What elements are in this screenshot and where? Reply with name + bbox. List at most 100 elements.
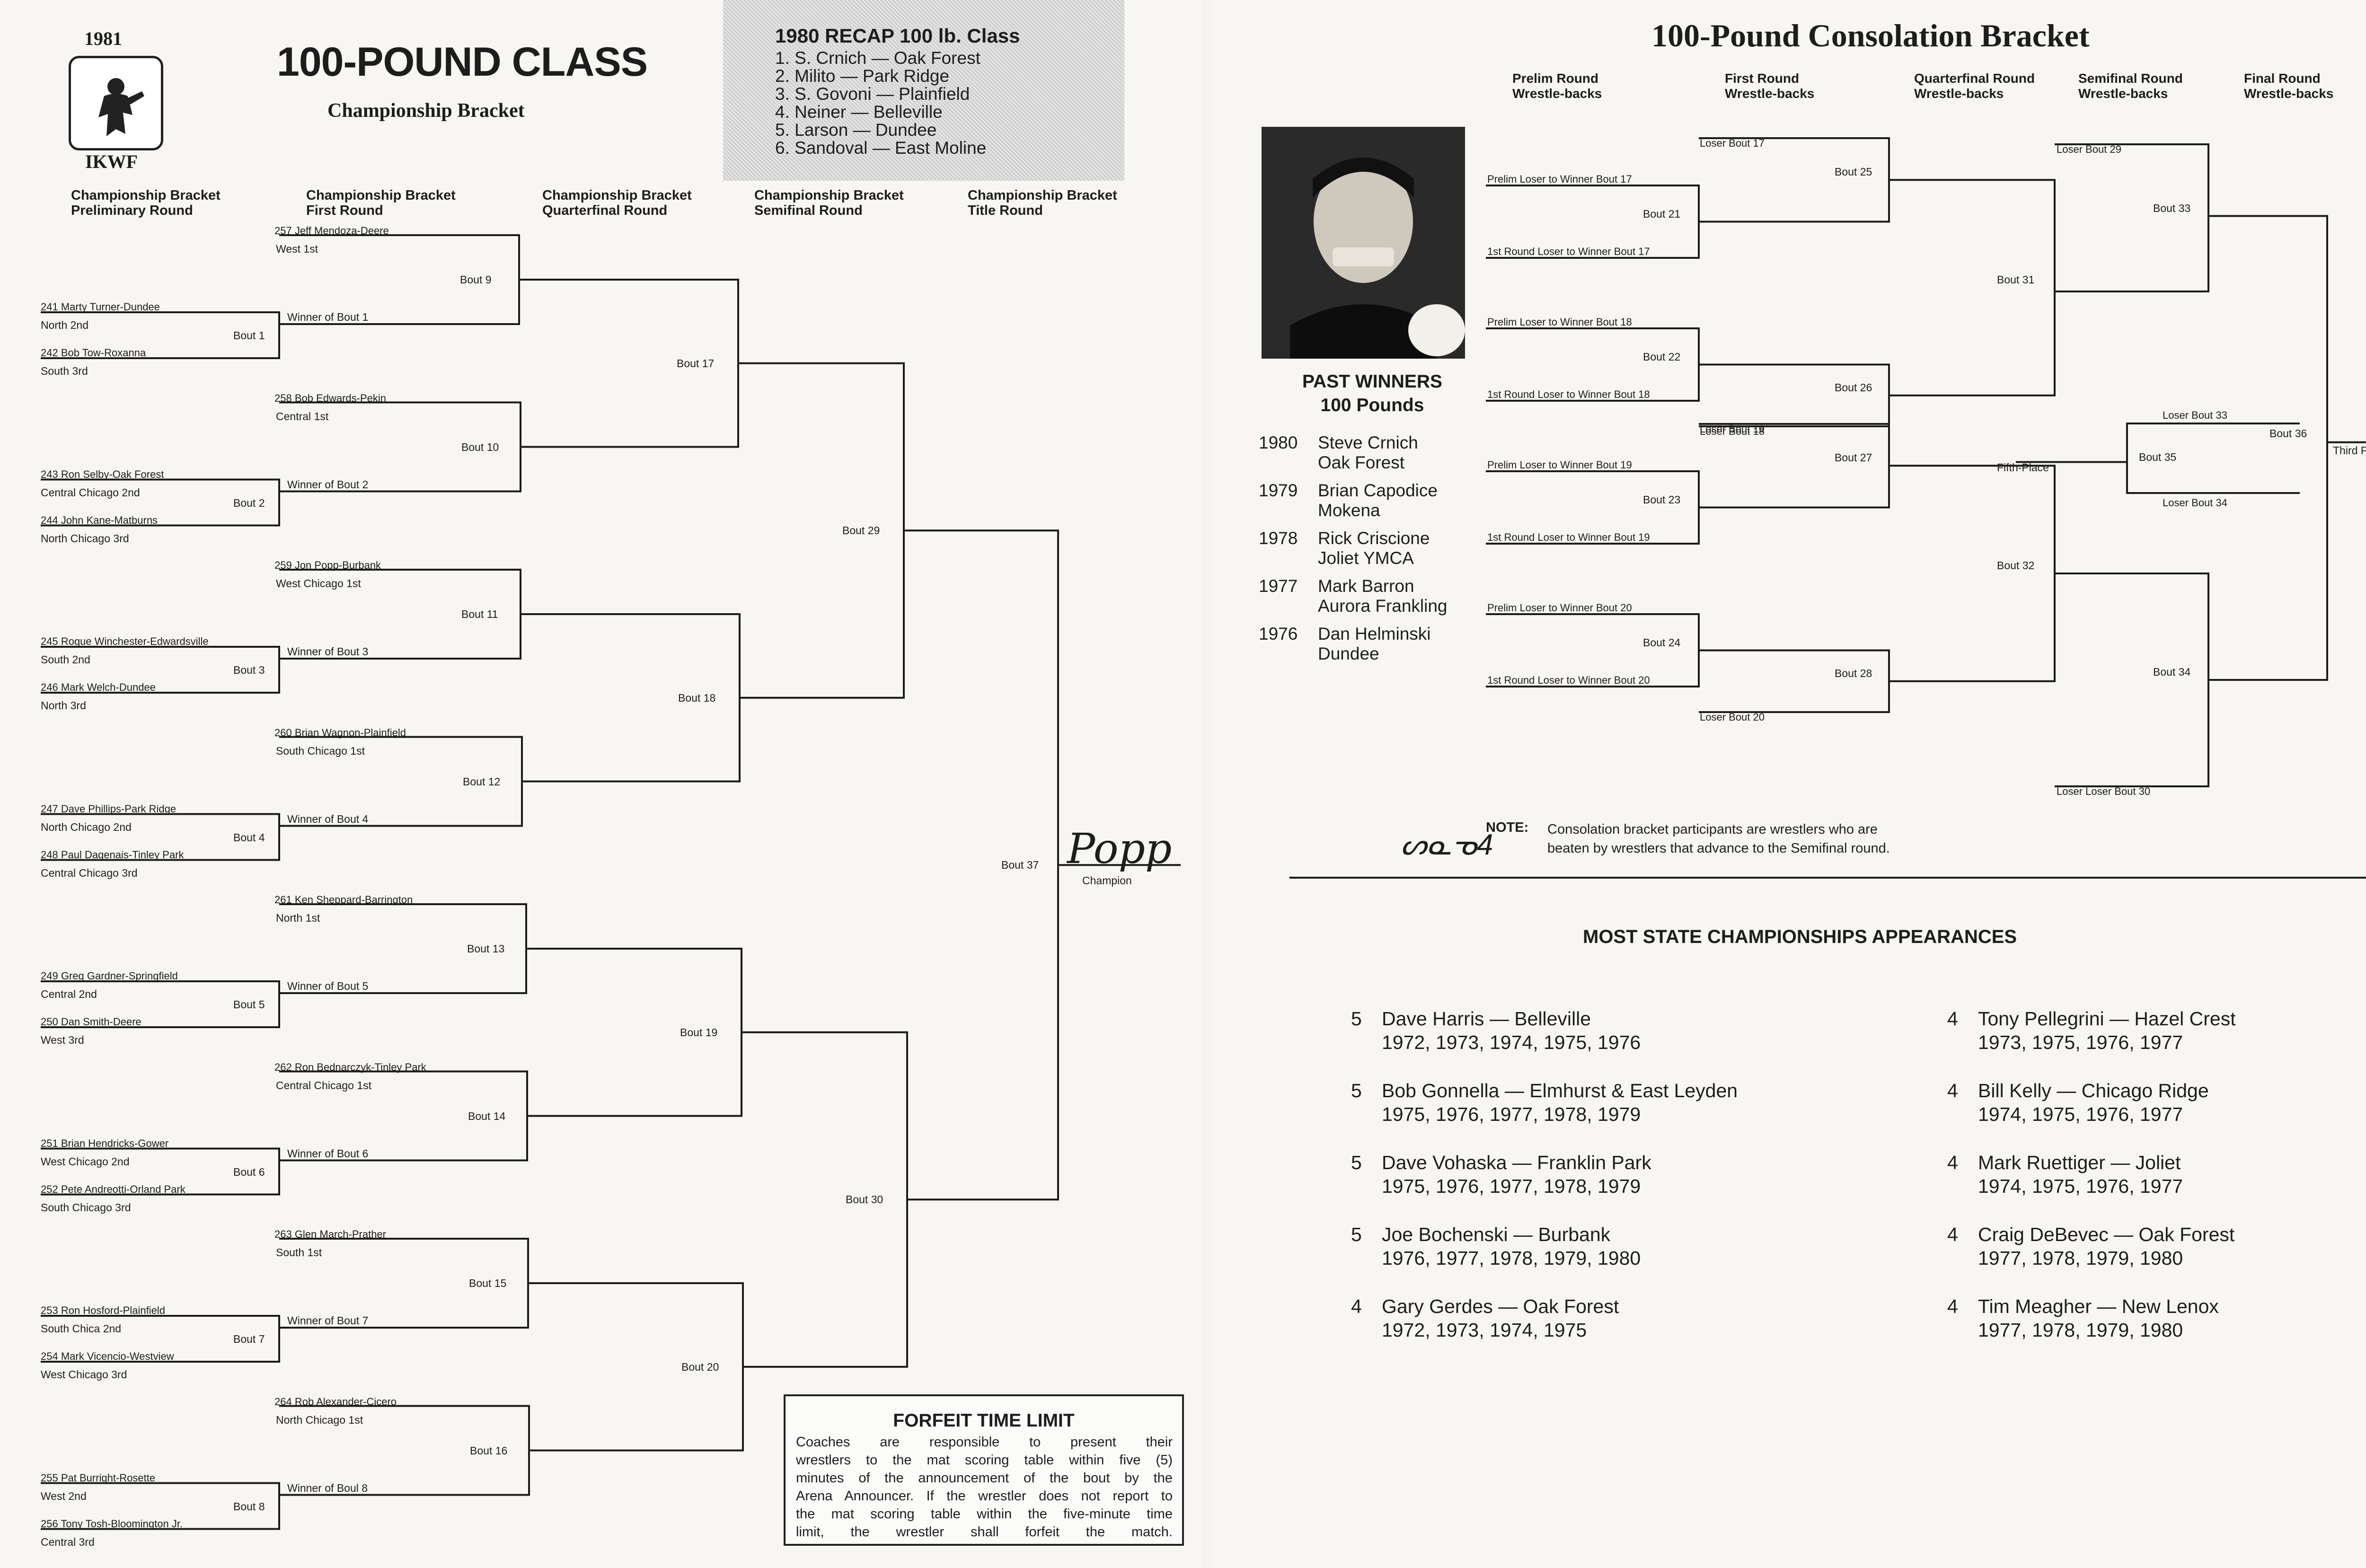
prelim-loser-label: Prelim Loser to Winner Bout 17 bbox=[1487, 173, 1632, 185]
first-round-bout-label: Bout 10 bbox=[461, 440, 499, 453]
past-winner-club: Mokena bbox=[1318, 501, 1380, 520]
consolation-first-bout-label: Bout 25 bbox=[1835, 166, 1872, 178]
prelim-bracket bbox=[41, 1482, 280, 1530]
quarterfinal-bout-label: Bout 19 bbox=[680, 1026, 718, 1039]
past-winner-year: 1979 bbox=[1259, 481, 1298, 500]
prelim-wrestler-b: 256 Tony Tosh-Bloomington Jr. bbox=[41, 1517, 183, 1530]
first-round-bout-label: Bout 12 bbox=[463, 775, 501, 788]
consolation-first-bout-label: Bout 26 bbox=[1835, 381, 1872, 394]
prelim-wrestler-b: 244 John Kane-Matburns bbox=[41, 514, 158, 526]
champion-label: Champion bbox=[1082, 874, 1132, 887]
year-label: 1981 bbox=[84, 28, 122, 49]
appearance-name: Craig DeBevec — Oak Forest bbox=[1978, 1224, 2235, 1245]
appearance-count: 4 bbox=[1947, 1224, 1958, 1245]
championship-page: 1981 IKWF 100-POUND CLASS Championship B… bbox=[41, 0, 1184, 1548]
prelim-wrestler-b: 250 Dan Smith-Deere bbox=[41, 1016, 141, 1028]
past-winner-name: Mark Barron bbox=[1318, 576, 1414, 596]
consolation-first-round-bracket bbox=[1699, 649, 1890, 713]
region-a: Central 2nd bbox=[41, 988, 97, 1000]
appearance-name: Dave Vohaska — Franklin Park bbox=[1382, 1152, 1651, 1173]
note-text: Consolation bracket participants are wre… bbox=[1547, 820, 1890, 858]
quarterfinal-bout-label: Bout 20 bbox=[681, 1360, 719, 1373]
consolation-loser-label: Loser Bout 20 bbox=[1700, 711, 1765, 723]
recap-title: 1980 RECAP 100 lb. Class bbox=[775, 25, 1020, 47]
prelim-bout-label: Bout 5 bbox=[233, 998, 265, 1011]
past-winner-name: Steve Crnich bbox=[1318, 433, 1418, 452]
prelim-wrestler-a: 255 Pat Burright-Rosette bbox=[41, 1471, 156, 1484]
region-b: North 3rd bbox=[41, 699, 86, 712]
first-round-bout-label: Bout 14 bbox=[468, 1110, 506, 1122]
region-b: Central Chicago 3rd bbox=[41, 866, 138, 879]
prelim-wrestler-a: 249 Greg Gardner-Springfield bbox=[41, 970, 178, 982]
past-winner-year: 1977 bbox=[1259, 576, 1298, 596]
prelim-bracket bbox=[41, 1315, 280, 1363]
wrestler-photo bbox=[1262, 127, 1465, 359]
seeded-wrestler: 260 Brian Wagnon-Plainfield bbox=[274, 726, 406, 739]
appearance-count: 4 bbox=[1947, 1080, 1958, 1101]
winner-label: Winner of Bout 3 bbox=[287, 645, 369, 658]
region-b: West Chicago 3rd bbox=[41, 1368, 127, 1381]
appearance-count: 5 bbox=[1351, 1080, 1362, 1101]
seeded-wrestler: 264 Rob Alexander-Cicero bbox=[274, 1395, 397, 1408]
appearance-count: 5 bbox=[1351, 1152, 1362, 1173]
consolation-loser-label: Loser Bout 19 bbox=[1700, 423, 1765, 435]
note-label: NOTE: bbox=[1486, 820, 1529, 835]
region-b: South 3rd bbox=[41, 365, 88, 377]
consolation-prelim-bout-label: Bout 21 bbox=[1643, 207, 1681, 220]
region-a: Central Chicago 2nd bbox=[41, 486, 140, 499]
semifinal-bout-label: Bout 30 bbox=[846, 1193, 883, 1206]
past-winner-name: Brian Capodice bbox=[1318, 481, 1438, 500]
forfeit-line: limit, the wrestler shall forfeit the ma… bbox=[796, 1524, 1173, 1540]
consolation-prelim-bracket bbox=[1486, 470, 1700, 545]
past-winner-club: Joliet YMCA bbox=[1318, 548, 1414, 568]
prelim-bracket bbox=[41, 478, 280, 527]
handwritten-note: ᔕᓇᓀ4 bbox=[1401, 828, 1493, 861]
prelim-loser-label: Prelim Loser to Winner Bout 19 bbox=[1487, 459, 1632, 471]
prelim-wrestler-a: 243 Ron Selby-Oak Forest bbox=[41, 468, 164, 480]
appearance-years: 1977, 1978, 1979, 1980 bbox=[1978, 1247, 2183, 1269]
winner-label: Winner of Bout 7 bbox=[287, 1314, 369, 1327]
consolation-semi-bout-label: Bout 34 bbox=[2153, 666, 2191, 678]
prelim-bout-label: Bout 8 bbox=[233, 1500, 265, 1513]
appearance-count: 4 bbox=[1947, 1295, 1958, 1317]
appearance-count: 4 bbox=[1351, 1295, 1362, 1317]
past-winner-club: Aurora Frankling bbox=[1318, 596, 1448, 616]
appearance-name: Bill Kelly — Chicago Ridge bbox=[1978, 1080, 2209, 1101]
region-a: West Chicago 2nd bbox=[41, 1155, 130, 1168]
prelim-bout-label: Bout 1 bbox=[233, 329, 265, 342]
page-subtitle: Championship Bracket bbox=[327, 100, 525, 122]
seed-region: North Chicago 1st bbox=[276, 1413, 363, 1426]
consolation-round-header: First Round Wrestle-backs bbox=[1725, 71, 1815, 101]
first-round-bout-label: Bout 13 bbox=[467, 943, 505, 955]
past-winners-title: PAST WINNERS 100 Pounds bbox=[1302, 371, 1443, 415]
past-winner-year: 1976 bbox=[1259, 624, 1298, 643]
prelim-bout-label: Bout 4 bbox=[233, 831, 265, 844]
consolation-semi-bout-label: Bout 33 bbox=[2153, 202, 2191, 214]
recap-box: 1980 RECAP 100 lb. Class 1. S. Crnich — … bbox=[723, 0, 1124, 181]
semifinal-bout-label: Bout 29 bbox=[842, 524, 880, 537]
past-winner-name: Dan Helminski bbox=[1318, 624, 1431, 643]
past-winner-year: 1980 bbox=[1259, 433, 1298, 452]
seeded-wrestler: 263 Glen March-Prather bbox=[274, 1228, 386, 1240]
first-round-bout-label: Bout 16 bbox=[470, 1444, 508, 1457]
round-header: Championship Bracket Title Round bbox=[968, 188, 1117, 218]
region-b: South Chicago 3rd bbox=[41, 1201, 131, 1214]
consolation-semi-bracket bbox=[2055, 143, 2209, 292]
appearance-name: Tim Meagher — New Lenox bbox=[1978, 1295, 2219, 1317]
recap-item: 2. Milito — Park Ridge bbox=[775, 66, 950, 86]
semifinal-loser-label: Loser Bout 29 bbox=[2057, 143, 2121, 155]
appearance-name: Joe Bochenski — Burbank bbox=[1382, 1224, 1611, 1245]
seed-region: South 1st bbox=[276, 1246, 322, 1259]
forfeit-box: FORFEIT TIME LIMIT Coaches are responsib… bbox=[784, 1394, 1184, 1546]
appearance-years: 1972, 1973, 1974, 1975 bbox=[1382, 1319, 1587, 1341]
page-title: 100-POUND CLASS bbox=[277, 39, 648, 85]
forfeit-line: the mat scoring table within the five-mi… bbox=[796, 1506, 1173, 1522]
prelim-wrestler-a: 247 Dave Phillips-Park Ridge bbox=[41, 802, 177, 815]
consolation-quarter-bout-label: Bout 31 bbox=[1997, 273, 2035, 286]
region-a: North Chicago 2nd bbox=[41, 820, 132, 833]
forfeit-line: minutes of the announcement of the bout … bbox=[796, 1471, 1173, 1486]
appearance-name: Tony Pellegrini — Hazel Crest bbox=[1978, 1008, 2236, 1030]
prelim-wrestler-a: 245 Roque Winchester-Edwardsville bbox=[41, 635, 209, 647]
appearance-name: Mark Ruettiger — Joliet bbox=[1978, 1152, 2181, 1173]
first-round-bout-label: Bout 11 bbox=[461, 608, 498, 620]
